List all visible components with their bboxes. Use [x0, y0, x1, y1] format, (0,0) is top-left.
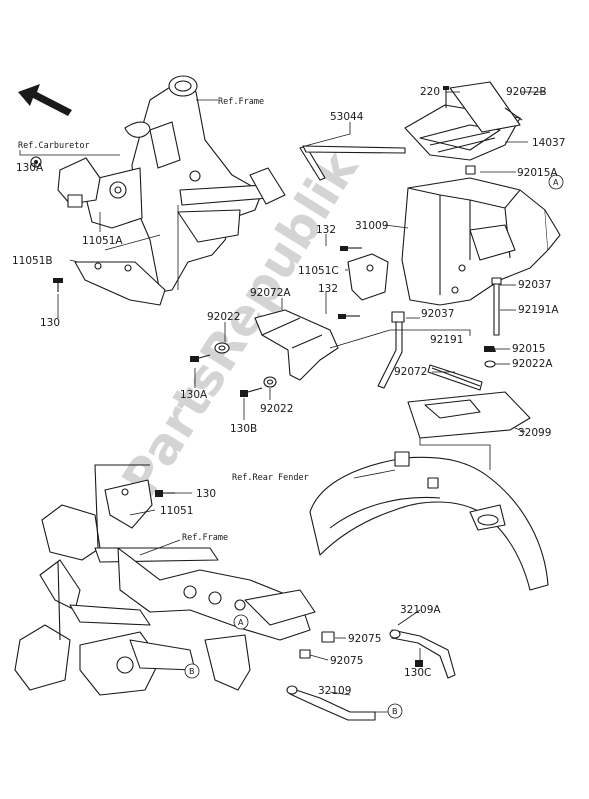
battery-case-31009: [401, 177, 561, 306]
ref-frame-top: Ref.Frame: [218, 97, 264, 107]
label-92072: 92072: [394, 366, 427, 378]
label-220: 220: [420, 86, 440, 98]
bracket-11051C: [338, 246, 389, 319]
label-92075-lower: 92075: [330, 655, 363, 667]
label-130B: 130B: [230, 423, 257, 435]
label-92191A: 92191A: [518, 304, 559, 316]
label-132-upper: 132: [316, 224, 336, 236]
label-11051C: 11051C: [298, 265, 339, 277]
reference-labels: Ref.Frame Ref.Carburetor Ref.Rear Fender…: [18, 97, 309, 543]
svg-text:A: A: [238, 618, 244, 627]
label-130-lower: 130: [196, 488, 216, 500]
callout-A-top: A: [548, 174, 564, 190]
battery-tray-32099: [407, 364, 531, 439]
label-132-lower: 132: [318, 283, 338, 295]
label-92022-lower: 92022: [260, 403, 293, 415]
direction-arrow-icon: [18, 84, 72, 116]
callout-A-bottom: A: [233, 614, 249, 630]
bolt-220: [443, 86, 449, 108]
label-92191: 92191: [430, 334, 463, 346]
nut-92015A: [465, 165, 476, 175]
label-32109: 32109: [318, 685, 351, 697]
part-number-labels: 220 92072B 53044 14037 92015A 31009 132 …: [12, 86, 565, 697]
bracket-11051-lower: [104, 479, 175, 529]
svg-text:A: A: [553, 178, 559, 187]
label-11051B: 11051B: [12, 255, 53, 267]
ref-carburetor: Ref.Carburetor: [18, 141, 90, 151]
frame-bottom-drawing: [14, 464, 316, 696]
tube-32109: [286, 685, 376, 721]
vent-tube-92191: [377, 277, 502, 389]
rod-53044: [299, 145, 406, 181]
svg-text:B: B: [189, 667, 195, 676]
bracket-11051A: [30, 156, 143, 229]
label-32109A: 32109A: [400, 604, 441, 616]
label-130-upper: 130: [40, 317, 60, 329]
label-32099: 32099: [518, 427, 551, 439]
label-53044: 53044: [330, 111, 364, 123]
ref-rear-fender: Ref.Rear Fender: [232, 473, 309, 483]
label-14037: 14037: [532, 137, 565, 149]
svg-text:B: B: [392, 707, 398, 716]
label-31009: 31009: [355, 220, 388, 232]
tube-32109A: [389, 629, 456, 679]
label-92022A: 92022A: [512, 358, 553, 370]
label-92015: 92015: [512, 343, 545, 355]
label-92075-upper: 92075: [348, 633, 381, 645]
strap-92072B: [449, 81, 523, 133]
bracket-11051B: [53, 261, 166, 306]
label-92037-right: 92037: [518, 279, 551, 291]
label-130A-mid: 130A: [180, 389, 208, 401]
frame-top-drawing: [104, 75, 286, 293]
label-92072B: 92072B: [506, 86, 547, 98]
callout-B-tube: B: [387, 703, 403, 719]
label-92037-mid: 92037: [421, 308, 454, 320]
bracket-92072A: [190, 309, 339, 397]
label-11051A: 11051A: [82, 235, 123, 247]
label-130A-top: 130A: [16, 162, 44, 174]
label-92072A: 92072A: [250, 287, 291, 299]
spacers-92075: [299, 631, 335, 659]
ref-frame-bottom: Ref.Frame: [182, 533, 228, 543]
leader-lines: [19, 91, 545, 713]
nut-92015: [484, 346, 496, 368]
label-92015A: 92015A: [517, 167, 558, 179]
callout-B-frame: B: [184, 663, 200, 679]
label-130C: 130C: [404, 667, 431, 679]
label-11051: 11051: [160, 505, 193, 517]
rear-fender: [309, 451, 549, 591]
label-92022-upper: 92022: [207, 311, 240, 323]
